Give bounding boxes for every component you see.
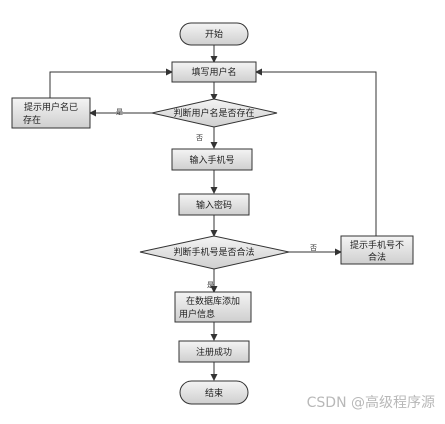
svg-text:输入密码: 输入密码	[196, 199, 232, 211]
node-add-user: 在数据库添加 用户信息	[174, 291, 252, 323]
svg-text:填写用户名: 填写用户名	[191, 66, 236, 78]
svg-text:注册成功: 注册成功	[196, 346, 232, 358]
node-username-exists: 提示用户名已 存在	[11, 97, 91, 129]
label-username-yes: 是	[116, 108, 123, 116]
node-start: 开始	[179, 22, 249, 46]
node-enter-phone: 输入手机号	[171, 148, 253, 171]
node-fill-username: 填写用户名	[171, 61, 257, 83]
svg-text:判断手机号是否合法: 判断手机号是否合法	[173, 246, 254, 258]
decision-phone-valid: 判断手机号是否合法	[139, 235, 290, 270]
label-phone-yes: 是	[207, 281, 214, 289]
label-phone-no: 否	[310, 244, 317, 252]
watermark: CSDN @高级程序源	[306, 395, 435, 411]
svg-text:开始: 开始	[205, 28, 223, 40]
node-end: 结束	[179, 380, 249, 405]
decision-username-exists: 判断用户名是否存在	[151, 98, 278, 128]
svg-text:合法: 合法	[368, 251, 386, 263]
svg-text:输入手机号: 输入手机号	[189, 154, 234, 166]
edge-invalid-back	[255, 68, 377, 236]
svg-text:提示用户名已: 提示用户名已	[24, 101, 78, 113]
svg-text:判断用户名是否存在: 判断用户名是否存在	[173, 107, 254, 119]
node-phone-invalid: 提示手机号不 合法	[340, 235, 414, 265]
svg-text:用户信息: 用户信息	[179, 308, 215, 320]
svg-text:在数据库添加: 在数据库添加	[186, 295, 240, 307]
node-enter-password: 输入密码	[178, 193, 250, 216]
svg-text:结束: 结束	[205, 387, 223, 399]
edges	[49, 45, 377, 381]
svg-text:存在: 存在	[23, 114, 41, 126]
edge-exists-back	[49, 68, 173, 98]
node-register-success: 注册成功	[178, 340, 250, 363]
svg-text:提示手机号不: 提示手机号不	[350, 239, 404, 251]
label-username-no: 否	[196, 134, 203, 142]
